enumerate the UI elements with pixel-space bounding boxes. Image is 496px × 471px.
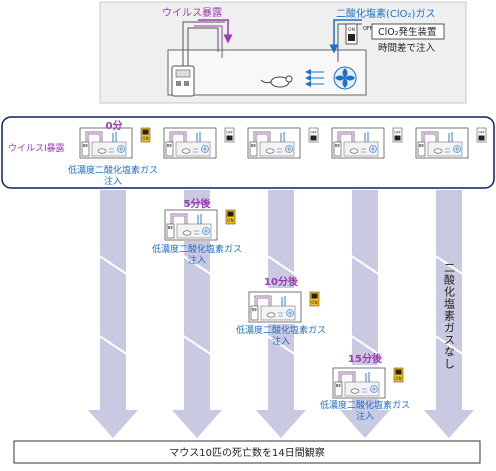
- branch-10-label: 低濃度二酸化塩素ガス: [236, 324, 326, 336]
- row-virus-label: ウイルスⅠ暴露: [8, 143, 65, 154]
- branch-5min: 5分後 低濃度二酸化塩素ガス 注入: [152, 197, 242, 266]
- branch-15min: 15分後 低濃度二酸化塩素ガス 注入: [320, 352, 410, 422]
- gas-flow-arrows: [305, 69, 324, 87]
- top-switch-off: OFF: [363, 26, 373, 32]
- branch-10-label-2: 注入: [272, 335, 290, 347]
- virus-device: [171, 19, 233, 97]
- branch-15-label-2: 注入: [356, 410, 374, 422]
- top-switch: ON OFF: [345, 23, 373, 45]
- branch-5-label-2: 注入: [188, 254, 206, 266]
- branch-15-time: 15分後: [348, 352, 383, 365]
- exposure-row: ウイルスⅠ暴露 0分 低濃度二酸化塩素ガス 注入: [1, 116, 495, 189]
- no-gas-label: 二酸化塩素ガスなし: [443, 262, 456, 370]
- row-inject-label: 低濃度二酸化塩素ガス: [68, 164, 158, 176]
- generator-label: ClO₂発生装置: [378, 26, 437, 38]
- timing-label: 時間差で注入: [378, 42, 436, 54]
- top-gas-label: 二酸化塩素(ClO₂)ガス: [336, 7, 435, 20]
- branch-15-label: 低濃度二酸化塩素ガス: [320, 399, 410, 411]
- branch-10min: 10分後 低濃度二酸化塩素ガス 注入: [236, 275, 326, 347]
- top-virus-label: ウイルス暴露: [162, 7, 222, 19]
- row-inject-label-2: 注入: [104, 175, 122, 187]
- time-0: 0分: [106, 119, 123, 132]
- top-switch-on: ON: [348, 27, 355, 33]
- fan-icon: [333, 66, 357, 90]
- branch-5-time: 5分後: [184, 197, 212, 210]
- branch-5-label: 低濃度二酸化塩素ガス: [152, 243, 242, 255]
- gas-line: [329, 19, 362, 54]
- branch-10-time: 10分後: [264, 275, 299, 288]
- footer-box: マウス10匹の死亡数を14日間観察: [13, 440, 481, 464]
- generator-box: [371, 23, 445, 40]
- mouse-icon: [260, 75, 293, 88]
- top-illustration: ウイルス暴露 二酸化塩素(ClO₂)ガス ON OFF ClO₂発生装置: [99, 1, 467, 104]
- footer-text: マウス10匹の死亡数を14日間観察: [169, 446, 324, 459]
